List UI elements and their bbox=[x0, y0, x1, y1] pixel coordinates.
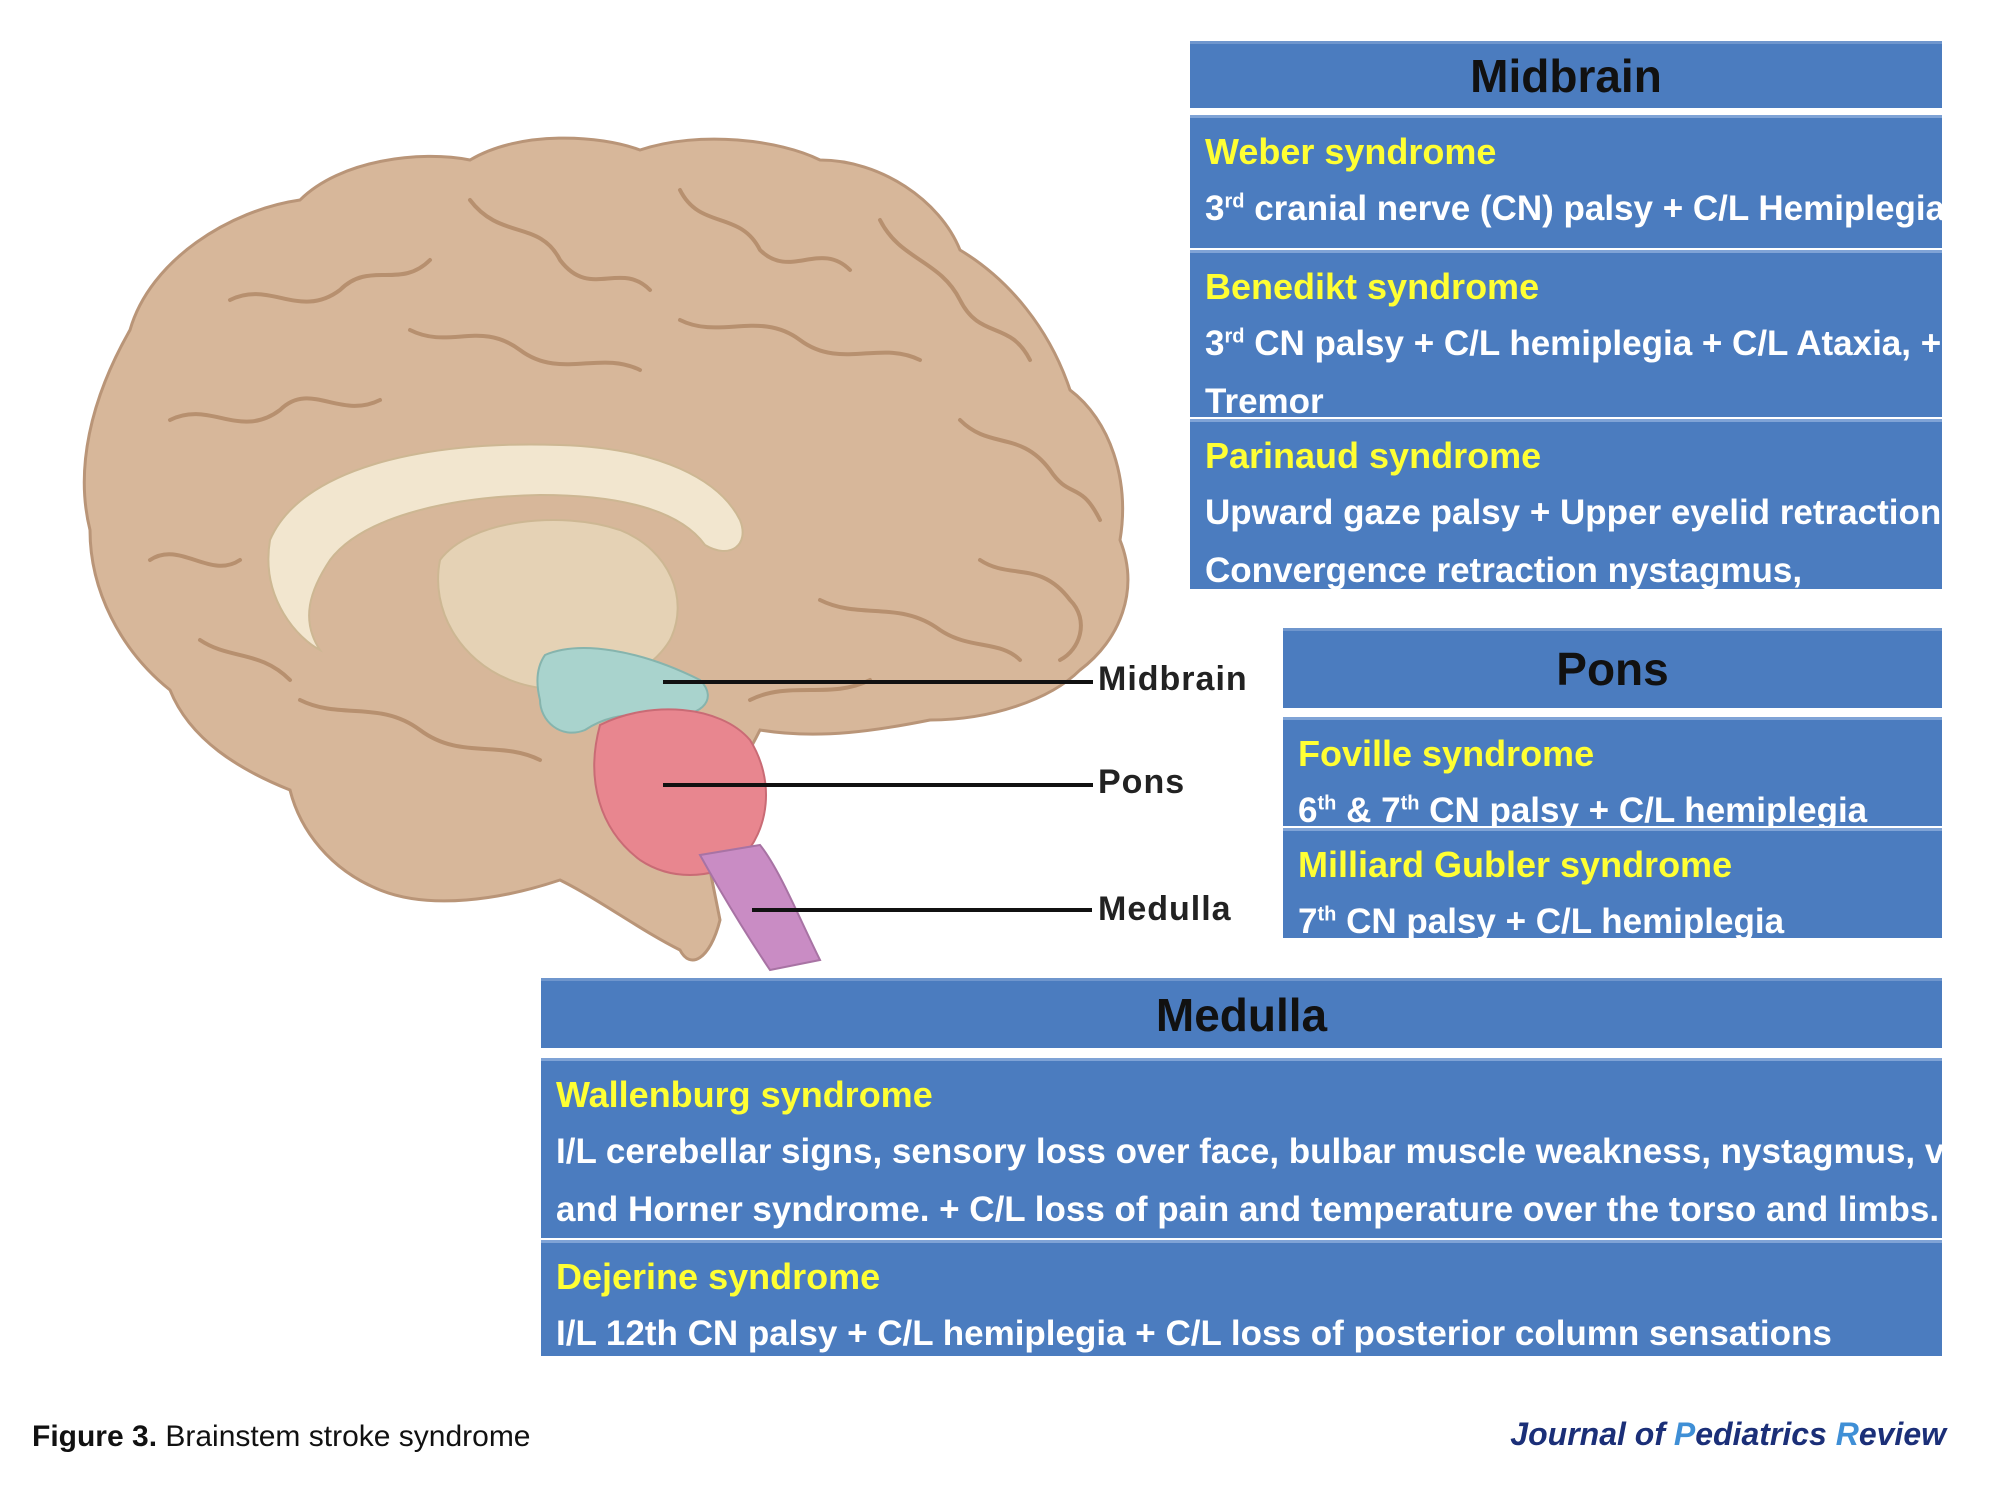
syndrome-name: Foville syndrome bbox=[1298, 733, 1595, 774]
syndrome-name: Wallenburg syndrome bbox=[556, 1074, 933, 1115]
figure-caption: Figure 3. Brainstem stroke syndrome bbox=[32, 1420, 531, 1453]
midbrain-panel-header: Midbrain bbox=[1190, 41, 1942, 108]
gyri-lines bbox=[148, 188, 1102, 812]
syndrome-description: I/L 12th CN palsy + C/L hemiplegia + C/L… bbox=[556, 1314, 1832, 1353]
corpus-callosum bbox=[267, 443, 744, 653]
medulla-label: Medulla bbox=[1098, 890, 1232, 928]
syndrome-description-line2: Tremor bbox=[1205, 382, 1324, 421]
dejerine-syndrome-entry: Dejerine syndrome I/L 12th CN palsy + C/… bbox=[541, 1240, 1942, 1356]
syndrome-description: 7th CN palsy + C/L hemiplegia bbox=[1298, 902, 1785, 941]
syndrome-name: Benedikt syndrome bbox=[1205, 266, 1540, 307]
syndrome-name: Parinaud syndrome bbox=[1205, 435, 1542, 476]
milliard-gubler-syndrome-entry: Milliard Gubler syndrome 7th CN palsy + … bbox=[1283, 828, 1942, 941]
medulla-panel-header: Medulla bbox=[541, 978, 1942, 1048]
parinaud-syndrome-entry: Parinaud syndrome Upward gaze palsy + Up… bbox=[1190, 419, 1972, 590]
pons-pointer-line bbox=[663, 783, 1093, 787]
foville-syndrome-entry: Foville syndrome 6th & 7th CN palsy + C/… bbox=[1283, 717, 1942, 830]
benedikt-syndrome-entry: Benedikt syndrome 3rd CN palsy + C/L hem… bbox=[1190, 250, 1942, 421]
medulla-pointer-line bbox=[752, 908, 1092, 912]
syndrome-description: 3rd CN palsy + C/L hemiplegia + C/L Atax… bbox=[1205, 324, 1942, 363]
syndrome-name: Weber syndrome bbox=[1205, 131, 1497, 172]
midbrain-label: Midbrain bbox=[1098, 660, 1248, 698]
wallenburg-syndrome-entry: Wallenburg syndrome I/L cerebellar signs… bbox=[541, 1058, 1994, 1238]
midbrain-pointer-line bbox=[663, 680, 1093, 684]
medulla-region bbox=[698, 843, 822, 972]
syndrome-description: I/L cerebellar signs, sensory loss over … bbox=[556, 1132, 1994, 1171]
syndrome-description: 3rd cranial nerve (CN) palsy + C/L Hemip… bbox=[1205, 189, 1946, 228]
syndrome-name: Dejerine syndrome bbox=[556, 1256, 881, 1297]
weber-syndrome-entry: Weber syndrome 3rd cranial nerve (CN) pa… bbox=[1190, 115, 1946, 248]
syndrome-name: Milliard Gubler syndrome bbox=[1298, 844, 1733, 885]
syndrome-description: Upward gaze palsy + Upper eyelid retract… bbox=[1205, 493, 1972, 532]
pons-panel-header: Pons bbox=[1283, 628, 1942, 708]
syndrome-description-line2: Convergence retraction nystagmus, bbox=[1205, 551, 1803, 590]
pons-label: Pons bbox=[1098, 763, 1186, 801]
journal-logo: Journal of Pediatrics Review bbox=[1510, 1416, 1946, 1452]
syndrome-description: 6th & 7th CN palsy + C/L hemiplegia bbox=[1298, 791, 1868, 830]
thalamus bbox=[437, 519, 679, 691]
syndrome-description-line2: and Horner syndrome. + C/L loss of pain … bbox=[556, 1190, 1940, 1229]
